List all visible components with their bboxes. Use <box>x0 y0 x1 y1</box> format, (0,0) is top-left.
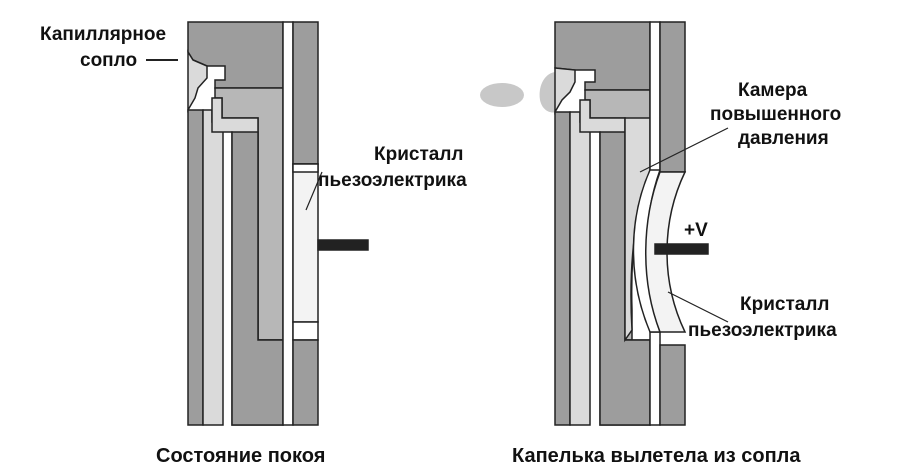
piezo-crystal <box>292 163 319 323</box>
rest-state-caption: Состояние покоя <box>156 445 325 467</box>
right-left-light-strip <box>569 111 591 426</box>
piezo-gap-top <box>292 163 319 173</box>
chamber-leader-line <box>639 127 729 173</box>
rest-state-diagram <box>146 21 369 426</box>
right-crystal-leader-line <box>667 291 729 323</box>
right-crystal-label-line-1: Кристалл <box>740 294 829 315</box>
chamber-label-line-2: повышенного <box>710 104 841 125</box>
right-housing-bottom-2 <box>659 344 686 426</box>
right-membrane-top <box>649 21 661 173</box>
right-electrode <box>654 243 709 255</box>
rest-crystal-label-line-1: Кристалл <box>374 144 463 165</box>
right-housing-top-2 <box>659 21 686 173</box>
rest-state-labels: Капиллярное сопло Кристалл пьезоэлектрик… <box>40 24 467 467</box>
right-nozzle-bevel <box>554 67 576 115</box>
right-crystal-label-line-2: пьезоэлектрика <box>688 320 837 341</box>
rest-crystal-label-line-2: пьезоэлектрика <box>318 170 467 191</box>
chamber-label-line-1: Камера <box>738 80 808 101</box>
right-housing-bottom <box>292 339 319 426</box>
voltage-label: +V <box>684 220 708 241</box>
right-housing-top <box>292 21 319 165</box>
left-light-strip <box>202 109 224 426</box>
crystal-leader-line <box>305 171 323 211</box>
right-left-outer-strip <box>554 111 571 426</box>
drop-ejected-diagram <box>480 21 729 426</box>
nozzle-label-line-2: сопло <box>80 50 137 71</box>
nozzle-meniscus <box>539 72 556 113</box>
piezo-gap-bottom <box>292 321 319 341</box>
left-outer-strip <box>187 109 204 426</box>
nozzle-bevel <box>187 49 208 113</box>
nozzle-label-line-1: Капиллярное <box>40 24 166 45</box>
right-membrane-bottom <box>649 331 661 426</box>
membrane <box>282 21 294 426</box>
drop-ejected-caption: Капелька вылетела из сопла <box>512 445 801 467</box>
ejected-droplet <box>480 83 524 107</box>
electrode <box>317 239 369 251</box>
drop-ejected-labels: Камера повышенного давления +V Кристалл … <box>512 80 841 467</box>
chamber-label-line-3: давления <box>738 128 829 149</box>
